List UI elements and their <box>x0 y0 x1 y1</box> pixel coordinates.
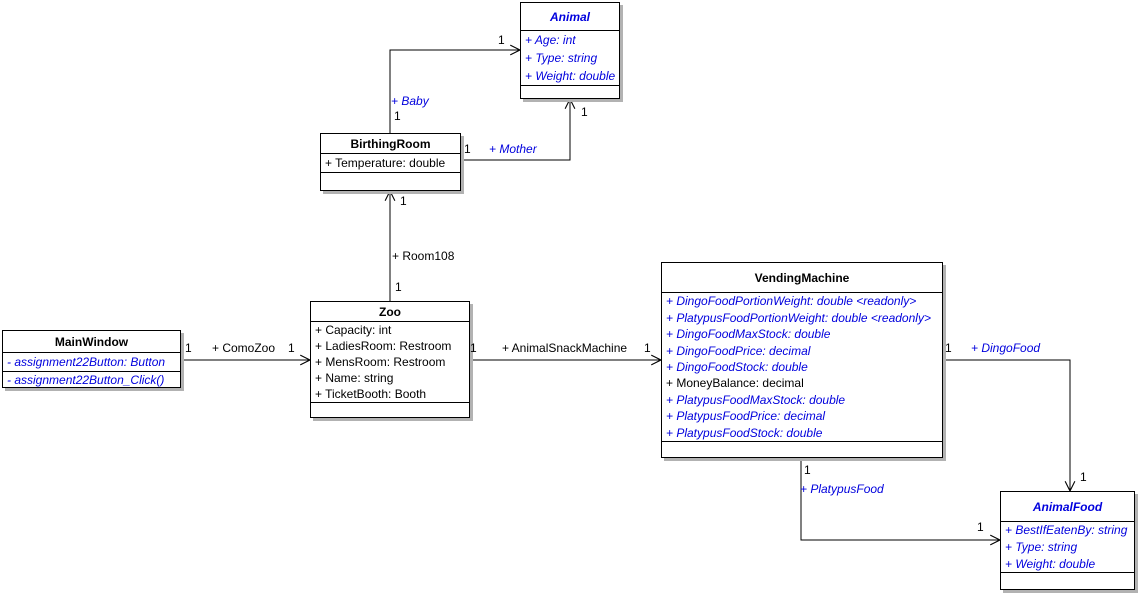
multiplicity-comozoo-source: 1 <box>185 341 192 355</box>
class-vendingmachine-attribute: + DingoFoodPortionWeight: double <readon… <box>666 294 917 309</box>
multiplicity-dingofood-source: 1 <box>945 341 952 355</box>
association-mother-line[interactable] <box>461 99 570 161</box>
class-vendingmachine-attribute: + DingoFoodStock: double <box>666 359 808 374</box>
association-dingofood-label: + DingoFood <box>971 341 1041 355</box>
class-vendingmachine-attribute: + PlatypusFoodPrice: decimal <box>666 409 826 424</box>
class-animal-attribute: + Type: string <box>525 51 598 65</box>
association-baby-label: + Baby <box>391 94 429 108</box>
multiplicity-room108-source: 1 <box>395 280 402 294</box>
class-vendingmachine-attribute: + DingoFoodMaxStock: double <box>666 327 831 342</box>
class-zoo[interactable]: Zoo + Capacity: int + LadiesRoom: Restro… <box>310 301 470 418</box>
class-mainwindow-attribute: - assignment22Button: Button <box>7 355 166 369</box>
class-vendingmachine-attribute: + PlatypusFoodStock: double <box>666 425 823 440</box>
class-mainwindow-name: MainWindow <box>54 334 129 349</box>
multiplicity-room108-target: 1 <box>400 194 407 208</box>
class-zoo-name: Zoo <box>379 304 401 319</box>
class-zoo-attribute: + Capacity: int <box>315 323 392 337</box>
multiplicity-animalsnackmachine-target: 1 <box>644 341 651 355</box>
class-birthingroom-attribute: + Temperature: double <box>325 156 446 170</box>
class-zoo-attribute: + LadiesRoom: Restroom <box>315 339 452 353</box>
class-animalfood-attribute: + Weight: double <box>1005 556 1096 571</box>
class-birthingroom-name: BirthingRoom <box>350 136 431 151</box>
class-birthingroom[interactable]: BirthingRoom + Temperature: double <box>320 133 461 191</box>
class-vendingmachine-attribute: + DingoFoodPrice: decimal <box>666 343 811 358</box>
class-animalfood-attribute: + BestIfEatenBy: string <box>1005 523 1128 538</box>
class-zoo-attribute: + Name: string <box>315 371 394 385</box>
multiplicity-mother-source: 1 <box>464 142 471 156</box>
class-animalfood-name: AnimalFood <box>1032 499 1103 514</box>
association-comozoo-label: + ComoZoo <box>212 341 276 355</box>
multiplicity-comozoo-target: 1 <box>288 341 295 355</box>
class-mainwindow[interactable]: MainWindow - assignment22Button: Button … <box>2 330 181 388</box>
association-baby-line[interactable] <box>389 50 520 133</box>
class-animalfood[interactable]: AnimalFood + BestIfEatenBy: string + Typ… <box>1000 491 1135 590</box>
class-zoo-attribute: + MensRoom: Restroom <box>315 355 446 369</box>
class-animal-attribute: + Weight: double <box>525 69 616 83</box>
association-platypusfood-label: + PlatypusFood <box>800 482 884 496</box>
class-animal[interactable]: Animal + Age: int + Type: string + Weigh… <box>520 2 620 99</box>
multiplicity-mother-target: 1 <box>581 105 588 119</box>
association-animalsnackmachine-label: + AnimalSnackMachine <box>502 341 628 355</box>
class-vendingmachine-name: VendingMachine <box>754 270 850 285</box>
class-animalfood-attribute: + Type: string <box>1005 540 1078 554</box>
multiplicity-animalsnackmachine-source: 1 <box>470 341 477 355</box>
association-mother-label: + Mother <box>489 142 537 156</box>
class-mainwindow-method: - assignment22Button_Click() <box>7 372 165 387</box>
multiplicity-baby-target: 1 <box>498 33 505 47</box>
class-zoo-attribute: + TicketBooth: Booth <box>315 387 427 401</box>
class-animal-name: Animal <box>549 9 590 24</box>
association-platypusfood-line[interactable] <box>800 458 1000 540</box>
multiplicity-baby-source: 1 <box>394 109 401 123</box>
multiplicity-platypusfood-source: 1 <box>804 463 811 477</box>
class-vendingmachine-attribute: + PlatypusFoodPortionWeight: double <rea… <box>666 310 931 325</box>
multiplicity-dingofood-target: 1 <box>1080 470 1087 484</box>
class-vendingmachine-attribute: + MoneyBalance: decimal <box>666 376 804 391</box>
class-animal-attribute: + Age: int <box>525 33 576 47</box>
class-vendingmachine[interactable]: VendingMachine + DingoFoodPortionWeight:… <box>661 262 943 458</box>
class-vendingmachine-attribute: + PlatypusFoodMaxStock: double <box>666 392 846 407</box>
association-room108-label: + Room108 <box>392 249 455 263</box>
association-dingofood-line[interactable] <box>943 359 1070 491</box>
multiplicity-platypusfood-target: 1 <box>977 520 984 534</box>
